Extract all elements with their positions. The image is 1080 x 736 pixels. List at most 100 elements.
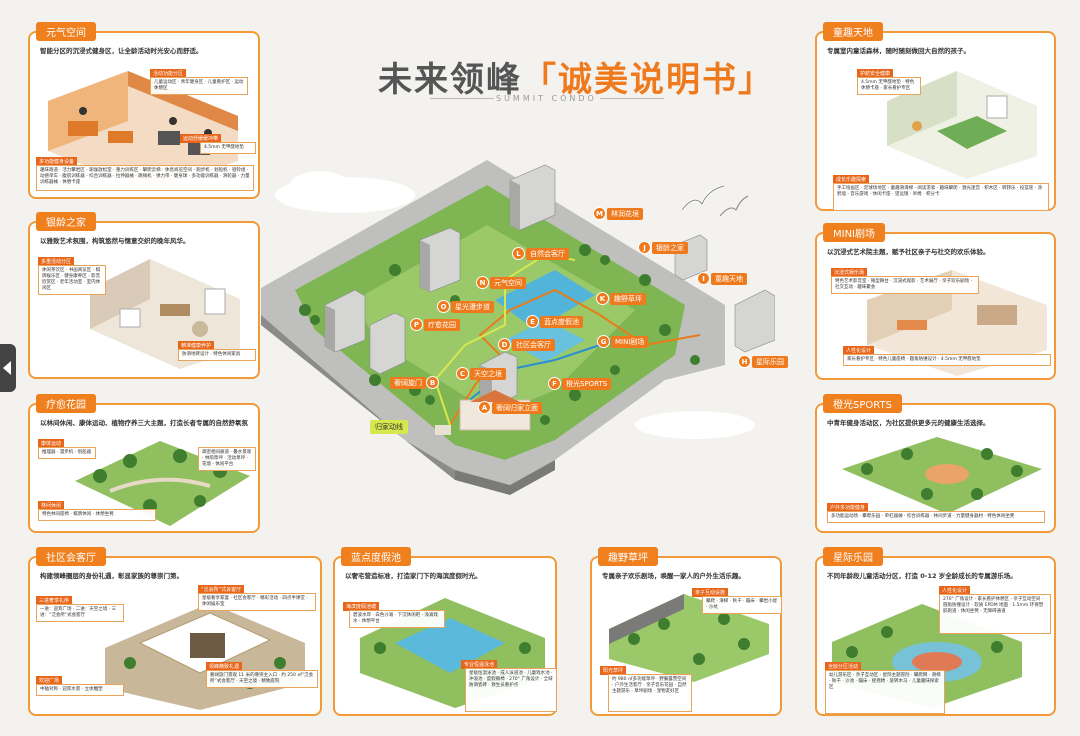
panel-description: 以沉浸式艺术院主题，赋予社区亲子与社交的欢乐体验。 xyxy=(827,248,990,256)
feature-label: 三进奢享礼序 xyxy=(36,596,73,605)
panel-yuanqi: 元气空间 智能分区的沉浸式健身区，让全龄活动时光安心而舒适。 活动功能分区 儿童… xyxy=(28,22,260,199)
panel-tag: 元气空间 xyxy=(36,22,96,41)
feature-box: 特色艺术影音室 · 微型舞台 · 沉浸式观影 · 艺术展厅 · 亲子欢乐剧场 ·… xyxy=(831,276,979,294)
birds-illustration xyxy=(680,184,749,217)
feature-box: 疏密相间廊道 · 叠水景观 · 林荫草坪 · 活动草坪 · 花境 · 休闲平台 xyxy=(198,447,256,471)
feature-box: 特色林间座椅 · 棋牌休闲 · 休憩坐凳 xyxy=(38,509,156,521)
panel-description: 以雅致艺术氛围，构筑悠然与惬意交织的晚年风华。 xyxy=(40,237,190,245)
feature-label: 人性化设计 xyxy=(843,346,875,355)
sports-illustration xyxy=(842,437,1042,514)
feature-label: 精准健康养护 xyxy=(178,341,215,350)
feature-label: 亲子互动设施 xyxy=(692,588,729,597)
feature-label: 林间休闲 xyxy=(38,501,65,510)
panel-description: 以奢宅营造标准，打造家门下的海滨度假时光。 xyxy=(345,572,482,580)
page-title: 未来领峰「诚美说明书」 xyxy=(378,60,774,100)
feature-label: 领峰精致礼遇 xyxy=(206,662,243,671)
feature-box: 约 980 ㎡多功能草坪 · 野餐露营空间 · 户外生活客厅 · 亲子音乐花园 … xyxy=(608,674,692,712)
panel-tag: 趣野草坪 xyxy=(598,547,658,566)
panel-landian: 蓝点度假池 以奢宅营造标准，打造家门下的海滨度假时光。 海滨度假池塘 碧波水岸 … xyxy=(333,547,557,716)
feature-label: 全龄分区活动 xyxy=(825,662,862,671)
panel-tag: 银龄之家 xyxy=(36,212,96,231)
feature-box: 星级奢享家宴 · 社区会客厅 · 精彩活动 · 四点半课堂 · 休闲娱乐室 xyxy=(198,593,316,611)
feature-box: 星级恒温泳池 · 成人泳道池 · 儿童戏水池 · 冲浪池 · 度假躺椅 · 27… xyxy=(465,668,557,712)
panel-description: 专属室内童话森林，随时随刻做回大自然的孩子。 xyxy=(827,47,970,55)
feature-label: 沉浸式娱乐场 xyxy=(831,268,868,277)
panel-description: 构建领峰圈层的身份礼遇，彰显家族的尊崇门第。 xyxy=(40,572,183,580)
feature-box: 手工绘画区 · 足球场地区 · 童趣滑滑梯 · 阅读求索 · 趣味攀爬 · 激光… xyxy=(833,183,1049,211)
panel-description: 不同年龄段儿童活动分区，打造 0-12 岁全龄成长的专属游乐场。 xyxy=(827,572,1017,580)
panel-xingji: 星际乐园 不同年龄段儿童活动分区，打造 0-12 岁全龄成长的专属游乐场。 人性… xyxy=(815,547,1056,716)
feature-box: 幼儿游乐区 · 亲子互动区 · 星际主题冒险 · 攀爬网 · 滑梯 · 秋千 ·… xyxy=(825,670,945,714)
feature-box: 儿童运动区 · 青年健身区 · 儿童看护区 · 运动休憩区 xyxy=(150,77,248,95)
feature-label: 人性化设计 xyxy=(939,586,971,595)
panel-description: 以林间休闲、康体运动、植物疗养三大主题，打造长者专属的自然舒氧氛围。 xyxy=(40,419,248,427)
feature-box: 休闲茶饮区 · 书画阅览区 · 棋牌娱乐区 · 健身康养区 · 影音欣赏区 · … xyxy=(38,265,106,295)
page-subtitle: SUMMIT CONDO xyxy=(496,94,597,103)
panel-shequ: 社区会客厅 构建领峰圈层的身份礼遇，彰显家族的尊崇门第。 三进奢享礼序 一进：迎… xyxy=(28,547,322,716)
feature-box: 一进：迎宾广场 · 二进：天空之境 · 三进：“泛会所”式会客厅 xyxy=(36,604,124,622)
panel-description: 专属亲子欢乐剧场，唤醒一家人的户外生活乐趣。 xyxy=(602,572,745,580)
feature-box: 多功能运动场 · 攀爬乐园 · 单杠器械 · 综合训练器 · 林间步道 · 力量… xyxy=(827,511,1045,523)
panel-mini: MINI剧场 以沉浸式艺术院主题，赋予社区亲子与社交的欢乐体验。 沉浸式娱乐场 … xyxy=(815,223,1056,380)
feature-label: 护航安全健康 xyxy=(857,69,894,78)
gym-illustration xyxy=(48,71,238,191)
feature-label: 成长乐趣探索 xyxy=(833,175,870,184)
prev-arrow-button[interactable] xyxy=(0,344,16,392)
panel-chengguang: 橙光SPORTS 中青年健身活动区，为社区提供更多元的健康生活选择。 户外多功能… xyxy=(815,394,1056,533)
panel-tag: 疗愈花园 xyxy=(36,394,96,413)
subtitle-rule-right xyxy=(600,98,664,99)
feature-box: 推理器 · 漫步机 · 划船器 xyxy=(38,447,96,459)
feature-label: 欢迎广场 xyxy=(36,676,63,685)
panel-tag: 蓝点度假池 xyxy=(341,547,411,566)
feature-box: 趣味跑道 · 活力攀岩区 · 瑜伽放松室 · 重力训练区 · 攀爬云梯 · 休息… xyxy=(36,165,254,191)
panel-yinling: 银龄之家 以雅致艺术氛围，构筑悠然与惬意交织的晚年风华。 多重活动分区 休闲茶饮… xyxy=(28,212,260,379)
feature-label: 海滨度假池塘 xyxy=(343,602,380,611)
panel-tag: MINI剧场 xyxy=(823,223,886,242)
feature-label: 阳光草坪 xyxy=(600,666,627,675)
route-label: 归家动线 xyxy=(370,420,408,434)
panel-tag: 社区会客厅 xyxy=(36,547,106,566)
panel-description: 智能分区的沉浸式健身区，让全龄活动时光安心而舒适。 xyxy=(40,47,203,55)
feature-label: 多功能健身设备 xyxy=(36,157,78,166)
feature-box: 防滑地砖设计 · 特色休闲家具 xyxy=(178,349,256,361)
feature-box: 攀爬 · 滑梯 · 秋千 · 蹦床 · 攀岩小屋 · 沙坑 xyxy=(702,596,782,614)
kids-room-illustration xyxy=(887,71,1037,179)
feature-label: “泛会所”式会客厅 xyxy=(198,585,245,594)
panel-tag: 童趣天地 xyxy=(823,22,883,41)
feature-box: 家长看护专区 · 特色儿童座椅 · 圆角防撞设计 · 4.5mm 无甲醛地垫 xyxy=(843,354,1051,366)
site-map xyxy=(261,160,775,495)
feature-box: 4.5mm 无甲醛地垫 xyxy=(200,142,256,154)
feature-box: 270° 广角设计 · 家长看护休憩区 · 亲子互动空间 · 圆角防撞设计 · … xyxy=(939,594,1051,634)
panel-tag: 星际乐园 xyxy=(823,547,883,566)
feature-label: 活动功能分区 xyxy=(150,69,187,78)
feature-label: 户外多功能健身 xyxy=(827,503,869,512)
feature-label: 多重活动分区 xyxy=(38,257,75,266)
panel-liaoyu: 疗愈花园 以林间休闲、康体运动、植物疗养三大主题，打造长者专属的自然舒氧氛围。 … xyxy=(28,394,260,533)
feature-label: 康体运动 xyxy=(38,439,65,448)
feature-box: 奢阔旋门景观 11 米的尊崇主入口 · 约 250 ㎡“泛会所”式会客厅 · 天… xyxy=(206,670,318,688)
lawn-illustration xyxy=(609,594,769,682)
feature-box: 中轴对称 · 迎宾水景 · 立体雕塑 xyxy=(36,684,124,696)
panel-tag: 橙光SPORTS xyxy=(823,394,902,413)
feature-box: 碧波水岸 · 白色沙滩 · 下沉休闲吧 · 浅滩戏水 · 休憩平台 xyxy=(349,610,445,628)
subtitle-rule-left xyxy=(430,98,494,99)
feature-box: 4.5mm 无甲醛地垫 · 特色休憩卡座 · 家长看护专区 xyxy=(857,77,921,95)
panel-quye: 趣野草坪 专属亲子欢乐剧场，唤醒一家人的户外生活乐趣。 亲子互动设施 攀爬 · … xyxy=(590,547,782,716)
feature-label: 运动舒缓缓冲带 xyxy=(180,134,222,143)
